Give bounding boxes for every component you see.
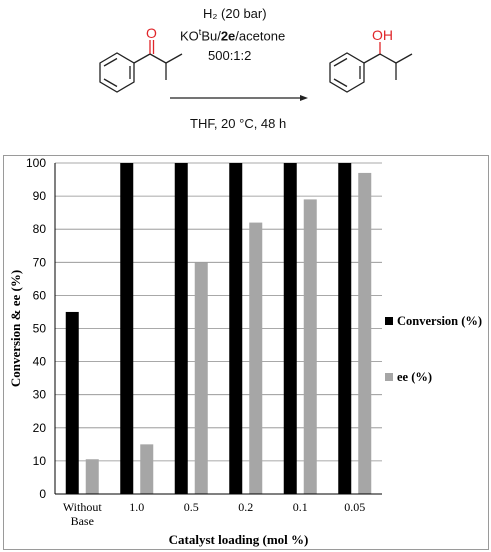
x-category-label: 0.1 [293,500,308,514]
x-category-label: 0.5 [184,500,199,514]
y-axis-title: Conversion & ee (%) [8,270,23,387]
reaction-arrow-head [300,95,308,101]
bar [140,444,154,494]
x-axis-title: Catalyst loading (mol %) [169,532,309,547]
legend-swatch [385,373,393,381]
chart-frame [3,155,489,550]
reactant-bond [133,53,151,64]
reactant-oxygen-label: O [146,25,157,41]
bar [65,311,79,494]
y-tick-label: 50 [33,322,47,336]
reaction-conditions: THF, 20 °C, 48 h [190,116,287,131]
legend: Conversion (%) ee (%) [385,314,482,384]
axes [54,163,382,495]
legend-label: ee (%) [397,370,432,384]
product-ring-double-bond [333,78,348,88]
gridlines [55,162,382,462]
y-tick-label: 40 [33,355,47,369]
reagent-acetone: /acetone [235,28,286,44]
product-ring-double-bond [333,57,348,67]
x-category-label: Base [71,514,94,528]
bar [283,163,297,494]
product-bond [395,53,413,64]
y-tick-label: 10 [33,454,47,468]
product-bond [363,53,381,64]
x-category-label: 0.05 [344,500,365,514]
x-category-label: 1.0 [129,500,144,514]
y-tick-label: 0 [39,487,46,501]
reagent-hydrogen: H₂ (20 bar) [203,6,267,21]
bar [249,222,263,494]
bar [358,172,372,494]
reagent-ko: KO [180,28,199,44]
reagent-tert-sup: t [198,27,202,37]
bar [229,163,243,494]
reagent-bu: Bu/ [201,28,221,44]
reactant-benzene-ring [99,52,135,93]
reactant-ring-double-bond [103,57,118,67]
y-tick-labels: 0 10 20 30 40 50 60 70 80 90 100 [26,156,46,501]
y-tick-label: 30 [33,388,47,402]
bar [174,163,188,494]
reagent-base-catalyst: KOtBu/2e/acetone [180,27,285,43]
legend-swatch [385,317,393,325]
x-category-label: Without [63,500,103,514]
product-hydroxyl-label: OH [372,27,393,43]
legend-label: Conversion (%) [397,314,482,328]
reactant-bond [149,53,167,64]
y-tick-label: 100 [26,156,46,170]
reaction-scheme-svg: O OH [99,25,413,101]
bars [65,163,372,494]
bar [338,163,352,494]
bar [85,459,99,494]
reactant-structure [99,40,183,93]
reactant-ring-double-bond [103,78,118,88]
bar [194,262,208,494]
product-benzene-ring [329,52,365,93]
reactant-bond [165,53,183,64]
x-category-label: 0.2 [238,500,253,514]
y-tick-label: 70 [33,255,47,269]
product-bond [379,53,397,64]
y-tick-label: 20 [33,421,47,435]
bar [303,199,317,494]
bar [120,163,134,494]
reagent-catalyst-2e: 2e [220,28,236,44]
y-tick-label: 90 [33,189,47,203]
product-structure [329,42,413,93]
y-tick-label: 60 [33,288,47,302]
y-tick-label: 80 [33,222,47,236]
reagent-ratio: 500:1:2 [208,48,252,63]
